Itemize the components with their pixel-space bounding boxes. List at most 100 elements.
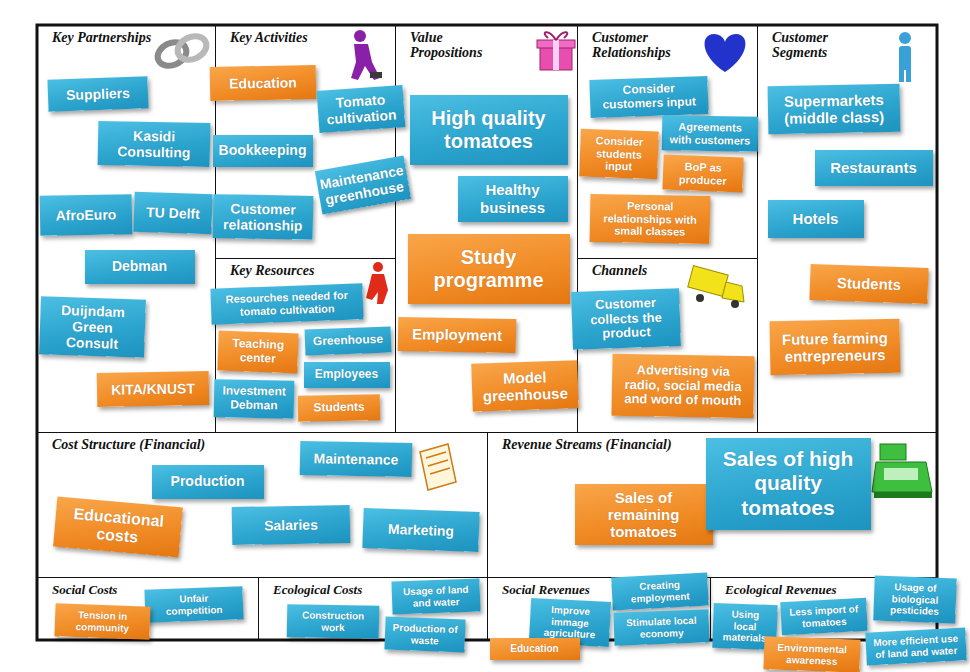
sticky-note: Healthy business xyxy=(458,176,568,222)
sticky-note: Maintenance xyxy=(299,441,412,477)
worker-icon xyxy=(351,30,382,80)
sticky-note: Educational costs xyxy=(53,496,183,557)
sticky-note: TU Delft xyxy=(133,191,212,234)
sticky-note: Restaurants xyxy=(815,150,933,186)
note-text: Unfair competition xyxy=(150,591,237,617)
note-text: Education xyxy=(510,643,558,655)
canvas-section: Value PropositionsHigh quality tomatoesH… xyxy=(395,25,578,433)
sticky-note: Greenhouse xyxy=(304,326,391,355)
note-text: Study programme xyxy=(414,246,564,292)
note-text: Kasidi Consulting xyxy=(103,127,204,161)
note-text: Model greenhouse xyxy=(477,367,572,405)
note-text: Agreements with customers xyxy=(667,120,751,147)
canvas-frame xyxy=(37,25,937,640)
sticky-note: Teaching center xyxy=(217,330,298,373)
note-text: Salaries xyxy=(264,516,318,533)
rings-icon xyxy=(154,32,210,71)
note-text: Less import of tomatoes xyxy=(786,603,861,630)
section-heading: Value Propositions xyxy=(410,31,510,60)
canvas-section: Customer RelationshipsConsider customers… xyxy=(577,25,758,259)
gift-icon xyxy=(537,32,575,70)
sticky-note: Marketing xyxy=(362,507,479,551)
sticky-note: Employment xyxy=(397,316,516,352)
section-heading: Key Resources xyxy=(230,264,350,279)
sticky-note: Model greenhouse xyxy=(471,360,579,412)
sticky-note: Personal relationships with small classe… xyxy=(589,193,710,243)
sticky-note: Duijndam Green Consult xyxy=(39,296,146,358)
note-text: Sales of high quality tomatoes xyxy=(712,447,865,519)
note-text: Maintenance xyxy=(313,450,398,468)
note-text: Future farming entrepreneurs xyxy=(775,328,894,365)
note-text: Environmental awareness xyxy=(769,641,854,667)
canvas-section: Key ResourcesResourches needed for tomat… xyxy=(215,258,396,433)
sticky-note: Consider customers input xyxy=(589,75,708,117)
sticky-note: High quality tomatoes xyxy=(410,95,568,165)
note-text: Supermarkets (middle class) xyxy=(773,90,894,127)
sticky-note: Sales of remaining tomatoes xyxy=(575,484,713,546)
sticky-note: Debman xyxy=(85,250,195,284)
note-text: Restaurants xyxy=(830,159,917,176)
sticky-note: Less import of tomatoes xyxy=(780,597,868,634)
note-text: Suppliers xyxy=(65,84,129,102)
sticky-note: Tomato cultivation xyxy=(316,85,405,133)
sticky-note: Usage of land and water xyxy=(391,578,480,614)
sticky-note: Study programme xyxy=(408,234,570,304)
note-text: Sales of remaining tomatoes xyxy=(581,489,707,541)
sticky-note: Investment Debman xyxy=(213,379,294,418)
section-heading: Customer Segments xyxy=(772,31,872,60)
canvas-section: Social CostsUnfair competitionTension in… xyxy=(37,577,259,641)
note-text: Employment xyxy=(411,325,501,344)
section-heading: Cost Structure (Financial) xyxy=(52,438,292,453)
sticky-note: Maintenance greenhouse xyxy=(314,155,410,214)
sticky-note: More efficient use of land and water xyxy=(865,627,967,665)
note-text: Advertising via radio, social media and … xyxy=(617,362,748,409)
note-text: Using local materials xyxy=(718,608,771,644)
note-text: Usage of land and water xyxy=(397,583,474,609)
note-text: Marketing xyxy=(387,520,454,538)
cash-register-icon xyxy=(872,444,932,498)
note-text: Healthy business xyxy=(464,181,562,216)
sticky-note: Supermarkets (middle class) xyxy=(767,83,900,133)
sticky-note: Consider students input xyxy=(579,128,659,179)
sticky-note: Education xyxy=(490,638,580,660)
canvas-section: Social RevenuesCreating employmentImprov… xyxy=(487,577,711,641)
sticky-note: Hotels xyxy=(768,200,864,238)
note-text: Teaching center xyxy=(223,337,292,367)
note-text: Debman xyxy=(112,258,167,274)
note-text: Improve immage agriculture xyxy=(535,603,605,641)
note-text: Creating employment xyxy=(617,577,702,604)
note-text: Maintenance greenhouse xyxy=(318,161,407,207)
sticky-note: Salaries xyxy=(231,504,350,544)
sticky-note: Unfair competition xyxy=(144,586,243,622)
sticky-note: AfroEuro xyxy=(39,194,132,236)
sticky-note: Customer relationship xyxy=(212,194,313,240)
note-text: Usage of biological pesticides xyxy=(879,580,950,617)
section-heading: Ecological Revenues xyxy=(725,583,875,597)
sticky-note: Education xyxy=(209,65,316,101)
note-text: Construction work xyxy=(292,609,372,633)
note-text: TU Delft xyxy=(145,204,199,222)
canvas-section: Revenue Streams (Financial)Sales of rema… xyxy=(487,432,938,578)
note-text: High quality tomatoes xyxy=(416,107,562,153)
sticky-note: Employees xyxy=(304,362,390,388)
note-text: Production xyxy=(171,473,245,489)
sticky-note: Sales of high quality tomatoes xyxy=(706,438,871,530)
person-icon xyxy=(899,32,911,82)
sticky-note: Resourches needed for tomato cultivation xyxy=(210,283,363,324)
note-text: More efficient use of land and water xyxy=(871,632,960,660)
sticky-note: Advertising via radio, social media and … xyxy=(611,353,754,417)
sticky-note: Agreements with customers xyxy=(661,115,758,152)
sticky-note: Stimulate local economy xyxy=(613,609,709,645)
note-text: Consider students input xyxy=(585,133,652,173)
note-text: Tomato cultivation xyxy=(322,90,398,127)
canvas-section: ChannelsCustomer collects the productAdv… xyxy=(577,258,758,433)
sticky-note: Creating employment xyxy=(611,572,709,610)
note-text: Bookkeeping xyxy=(219,142,307,158)
note-text: KITA/KNUST xyxy=(110,380,194,398)
sticky-note: BoP as producer xyxy=(662,154,743,192)
canvas-section: Customer SegmentsSupermarkets (middle cl… xyxy=(757,25,938,433)
canvas-section: Ecological CostsConstruction workUsage o… xyxy=(258,577,488,641)
canvas-section: Key PartnershipsSuppliersKasidi Consulti… xyxy=(37,25,216,433)
note-text: Hotels xyxy=(793,210,839,227)
